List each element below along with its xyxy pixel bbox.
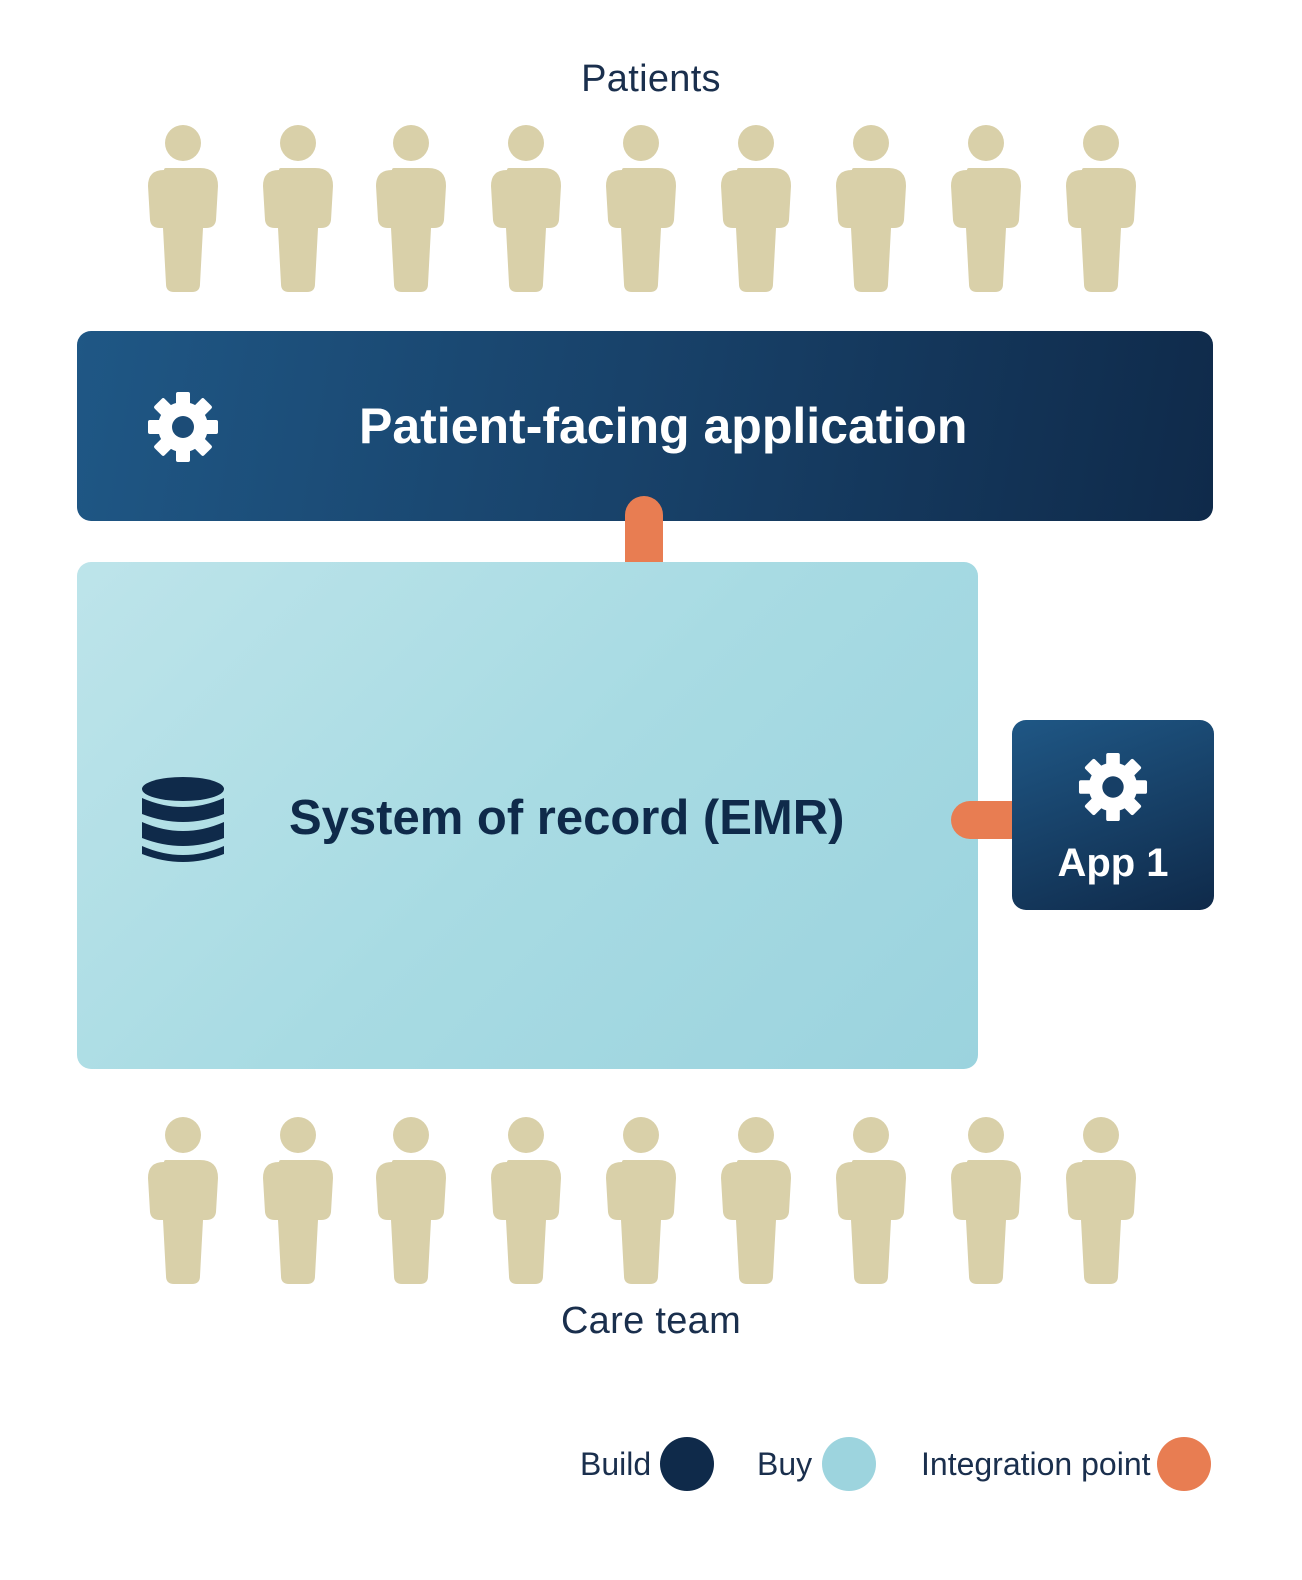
person-icon [263, 124, 333, 294]
person-icon [148, 124, 218, 294]
person-icon [376, 124, 446, 294]
legend-buy-label: Buy [757, 1446, 813, 1482]
legend-integration-swatch [1157, 1437, 1211, 1491]
person-icon [1066, 1116, 1136, 1286]
gear-icon [1078, 752, 1148, 822]
person-icon [263, 1116, 333, 1286]
patient-facing-application-box: Patient-facing application [77, 331, 1213, 521]
person-icon [606, 124, 676, 294]
legend-build-swatch [660, 1437, 714, 1491]
app-1-label: App 1 [1057, 841, 1169, 885]
system-of-record-box: System of record (EMR) [77, 562, 978, 1069]
person-icon [721, 124, 791, 294]
legend-buy-swatch [822, 1437, 876, 1491]
legend-integration-label: Integration point [921, 1446, 1151, 1482]
patients-row [0, 124, 1302, 294]
patient-facing-application-label: Patient-facing application [359, 398, 968, 454]
legend: Build Buy Integration point [0, 1436, 1302, 1492]
person-icon [148, 1116, 218, 1286]
system-of-record-label: System of record (EMR) [289, 791, 845, 845]
person-icon [951, 1116, 1021, 1286]
patients-label: Patients [581, 58, 721, 100]
person-icon [606, 1116, 676, 1286]
person-icon [836, 1116, 906, 1286]
person-icon [376, 1116, 446, 1286]
database-icon [141, 776, 225, 866]
person-icon [491, 1116, 561, 1286]
person-icon [491, 124, 561, 294]
person-icon [951, 124, 1021, 294]
person-icon [721, 1116, 791, 1286]
gear-icon [147, 391, 219, 463]
legend-build-label: Build [580, 1446, 652, 1482]
care-team-label: Care team [560, 1300, 742, 1342]
person-icon [836, 124, 906, 294]
care-team-row [0, 1116, 1302, 1286]
person-icon [1066, 124, 1136, 294]
app-1-box: App 1 [1012, 720, 1214, 910]
